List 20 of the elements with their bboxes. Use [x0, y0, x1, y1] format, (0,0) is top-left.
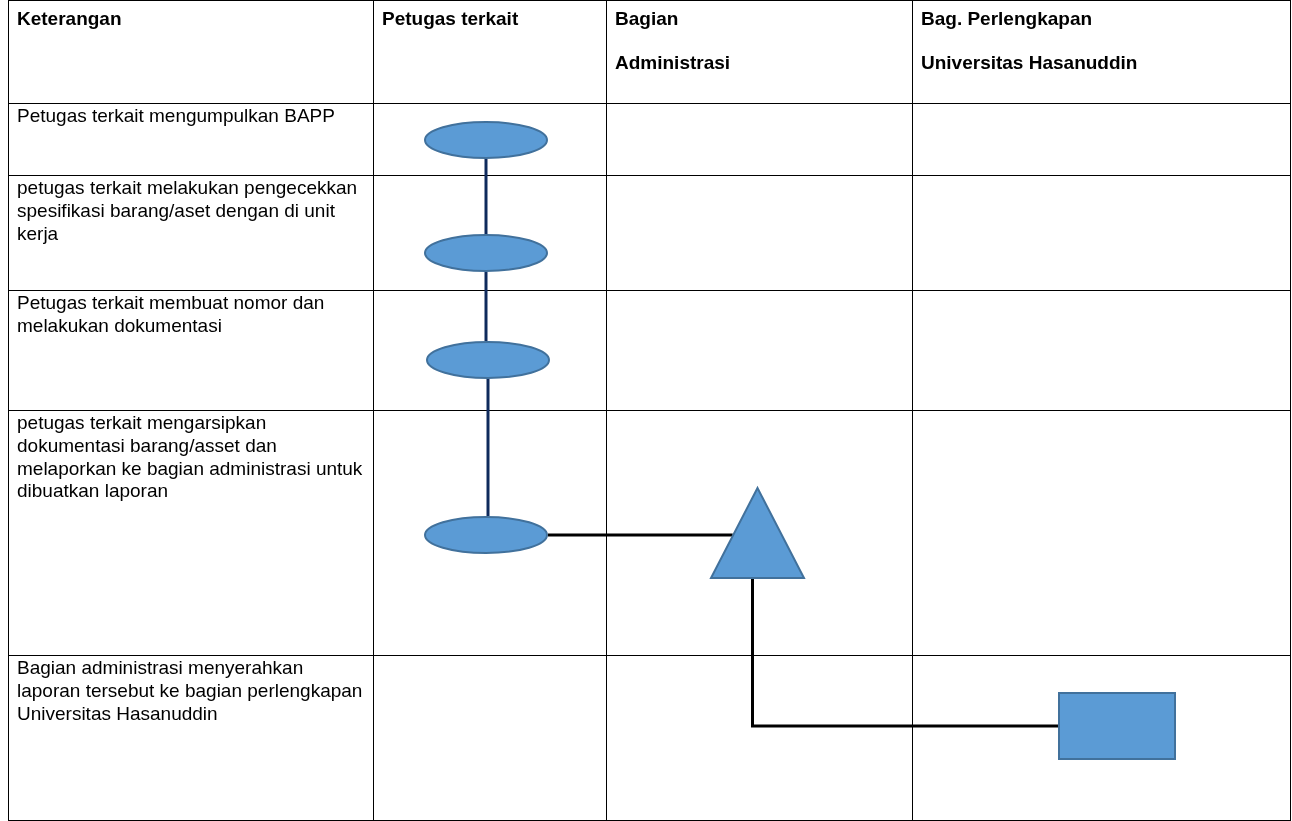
- process-ellipse: [424, 516, 548, 554]
- process-ellipse: [426, 341, 550, 379]
- column-header: Keterangan: [17, 7, 123, 31]
- process-ellipse: [424, 234, 548, 272]
- step-description: Petugas terkait membuat nomor dan melakukan dokumentasi: [17, 292, 326, 338]
- triangle-symbol: [710, 487, 805, 579]
- connector-line: [486, 379, 490, 516]
- connector-line: [484, 159, 488, 234]
- step-description: Petugas terkait mengumpulkan BAPP: [17, 105, 336, 128]
- step-description: Bagian administrasi menyerahkan laporan tersebut ke bagian perlengkapan Universitas Hasanuddin: [17, 657, 364, 726]
- column-header: Bagian Administrasi: [615, 7, 732, 75]
- step-description: petugas terkait melakukan pengecekkan spesifikasi barang/aset dengan di unit kerja: [17, 177, 359, 246]
- step-description: petugas terkait mengarsipkan dokumentasi barang/asset dan melaporkan ke bagian administrasi untuk dibuatkan laporan: [17, 412, 364, 504]
- process-box: [1058, 692, 1176, 760]
- column-header: Bag. Perlengkapan Universitas Hasanuddin: [921, 7, 1139, 75]
- connector-line: [548, 533, 733, 537]
- connector-line: [751, 579, 1058, 728]
- process-ellipse: [424, 121, 548, 159]
- connector-line: [484, 272, 488, 341]
- column-header: Petugas terkait: [382, 7, 520, 31]
